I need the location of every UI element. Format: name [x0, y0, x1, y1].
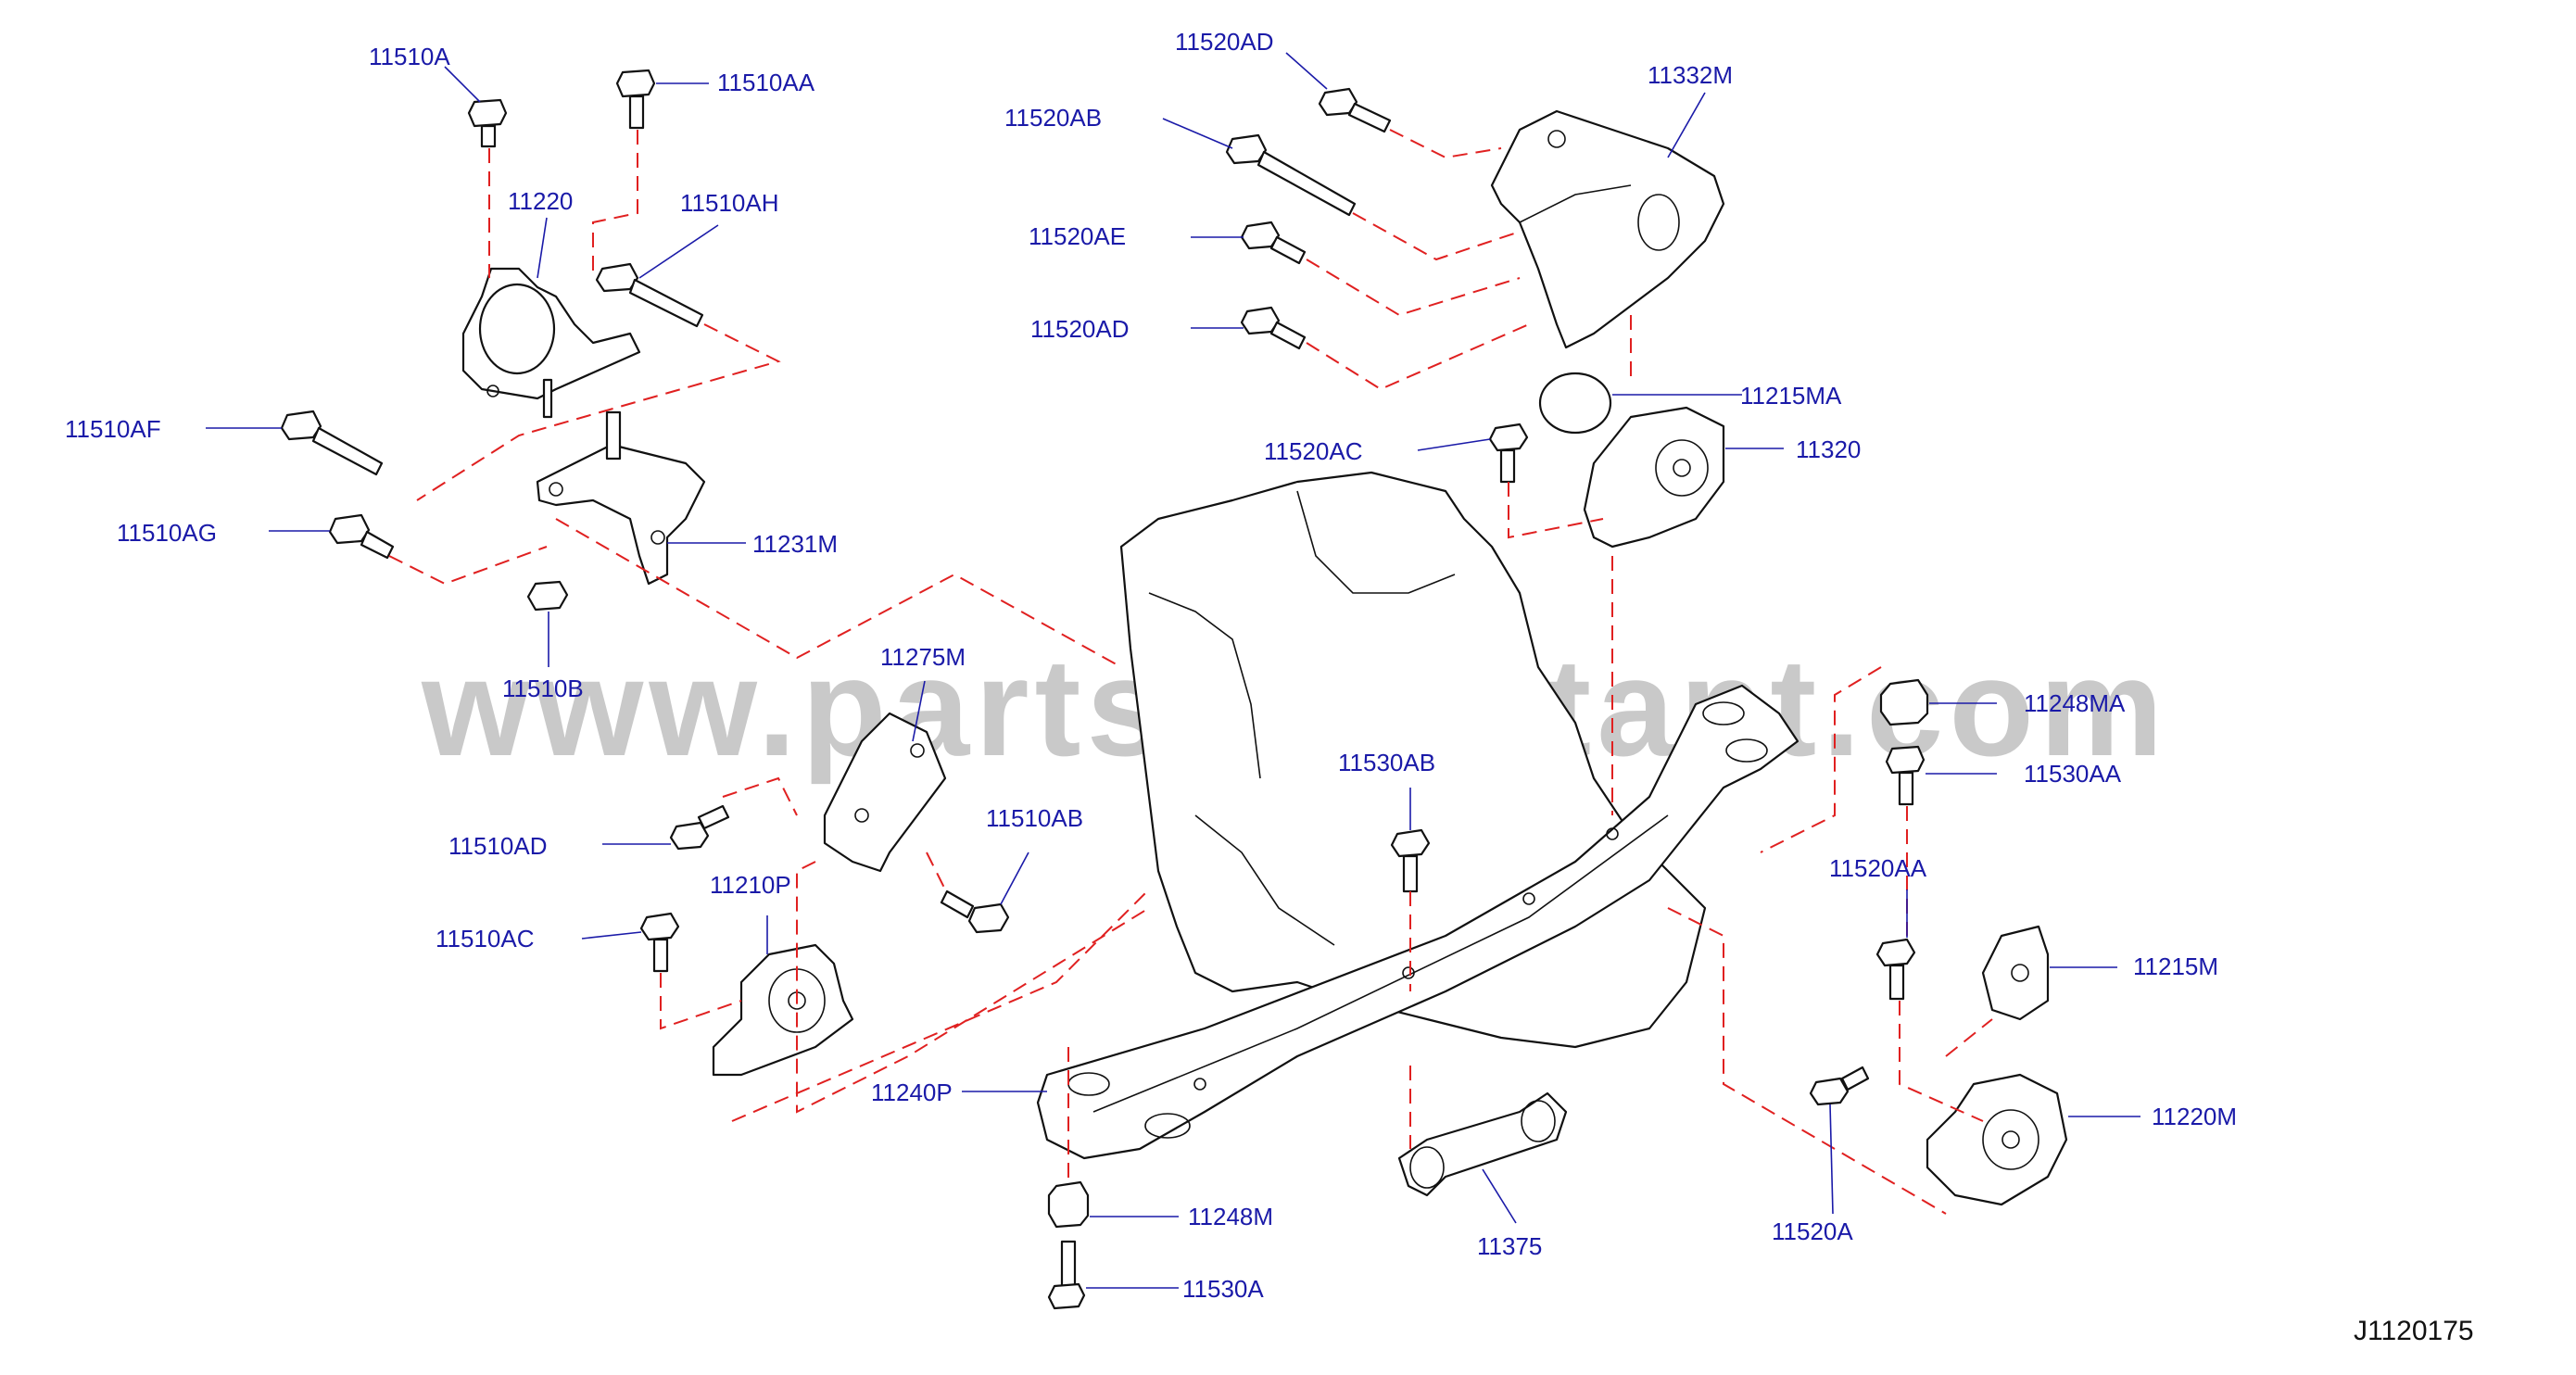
label-11510b: 11510B	[502, 675, 584, 702]
label-11275m: 11275M	[880, 643, 966, 671]
front-crossmember	[1036, 684, 1799, 1160]
label-11510ag: 11510AG	[117, 519, 217, 547]
front-mount-group	[639, 712, 1010, 1077]
label-11530aa: 11530AA	[2024, 760, 2122, 788]
rh-mount-group	[280, 69, 706, 612]
label-11510ac: 11510AC	[436, 925, 535, 952]
label-11520ac: 11520AC	[1264, 437, 1363, 465]
label-11215m: 11215M	[2133, 952, 2218, 980]
label-11520ae: 11520AE	[1029, 222, 1126, 250]
label-11220: 11220	[508, 187, 573, 215]
label-11510ah: 11510AH	[680, 189, 779, 217]
label-11510af: 11510AF	[65, 415, 161, 443]
label-11220m: 11220M	[2152, 1103, 2237, 1130]
label-11520aa: 11520AA	[1829, 854, 1927, 882]
label-11240p: 11240P	[871, 1079, 953, 1106]
lh-mount-group	[1225, 87, 1725, 549]
label-11520a: 11520A	[1772, 1217, 1853, 1245]
part-labels: 11510A 11510AA 11220 11510AH 11510AF 115…	[65, 28, 2237, 1303]
label-11510aa: 11510AA	[717, 69, 815, 96]
label-11520ad-top: 11520AD	[1175, 28, 1274, 56]
assembly-lines	[388, 129, 1993, 1215]
label-11510ab: 11510AB	[986, 804, 1083, 832]
label-11210p: 11210P	[710, 871, 791, 899]
label-11332m: 11332M	[1648, 61, 1733, 89]
leader-lines	[206, 52, 2140, 1289]
label-11248ma: 11248MA	[2024, 689, 2126, 717]
label-11530ab: 11530AB	[1338, 749, 1435, 776]
lower-parts	[1047, 678, 2068, 1310]
label-11520ab: 11520AB	[1004, 104, 1102, 132]
label-11530a: 11530A	[1182, 1275, 1264, 1303]
label-11510ad: 11510AD	[448, 832, 548, 860]
label-11231m: 11231M	[752, 530, 838, 558]
label-11375: 11375	[1477, 1232, 1542, 1260]
label-11520ad-mid: 11520AD	[1030, 315, 1130, 343]
label-11320: 11320	[1796, 435, 1861, 463]
label-11215ma: 11215MA	[1740, 382, 1842, 410]
reference-code: J1120175	[2354, 1316, 2474, 1346]
label-11248m: 11248M	[1188, 1203, 1273, 1230]
label-11510a: 11510A	[369, 43, 450, 70]
